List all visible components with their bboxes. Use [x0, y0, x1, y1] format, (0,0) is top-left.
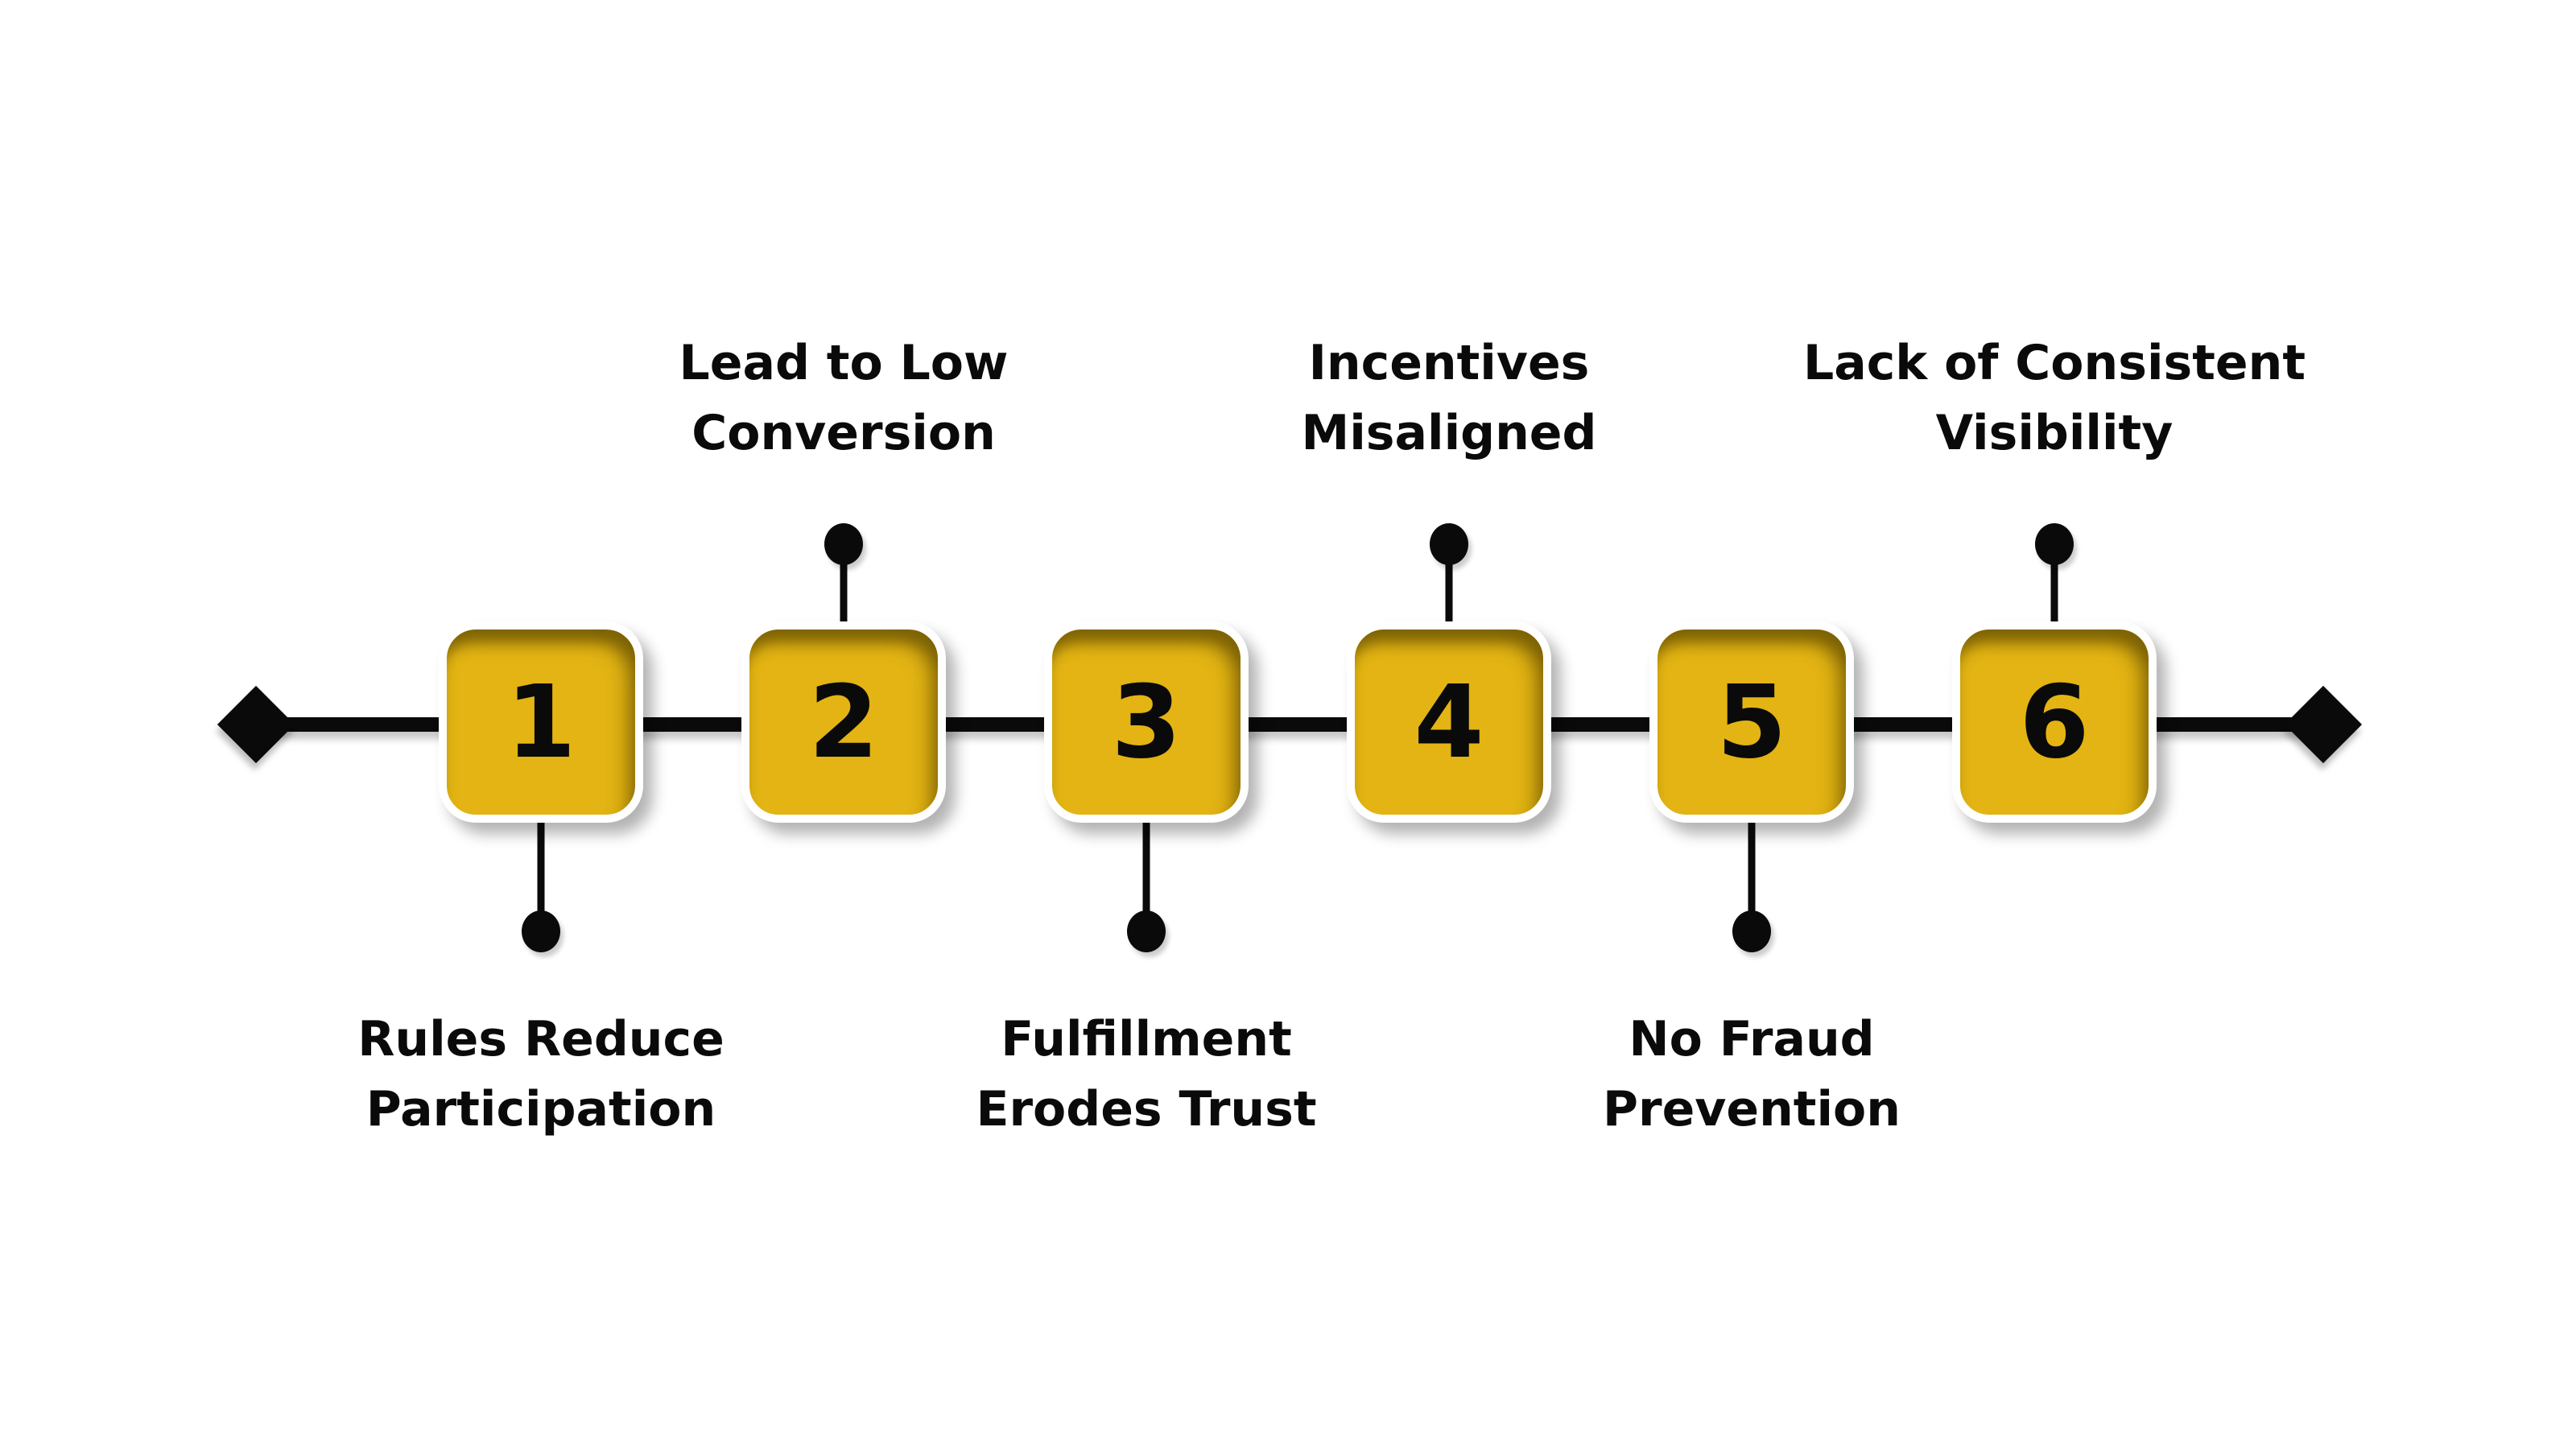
timeline-end-diamond-icon: [2284, 685, 2363, 764]
step-number: 3: [1111, 663, 1182, 781]
step-label: Incentives Misaligned: [1301, 335, 1597, 461]
step-number: 4: [1414, 663, 1484, 781]
timeline-step-1: 1 Rules Reduce Participation: [357, 0, 724, 1449]
step-label: Lack of Consistent Visibility: [1802, 335, 2306, 461]
step-label: Lead to Low Conversion: [679, 335, 1009, 461]
connector-dot-icon: [1430, 523, 1468, 565]
step-number: 2: [808, 663, 879, 781]
step-label: Fulfillment Erodes Trust: [976, 1011, 1317, 1137]
timeline-step-3: 3 Fulfillment Erodes Trust: [976, 0, 1317, 1449]
step-box: 3: [1044, 621, 1249, 823]
step-number: 5: [1716, 663, 1787, 781]
connector-line: [537, 815, 545, 932]
connector-dot-icon: [1732, 910, 1771, 952]
connector-line: [1142, 815, 1150, 932]
step-box: 4: [1347, 621, 1551, 823]
step-box: 6: [1952, 621, 2157, 823]
connector-dot-icon: [2035, 523, 2074, 565]
step-box: 2: [741, 621, 946, 823]
connector-line: [1445, 544, 1453, 646]
timeline-start-diamond-icon: [217, 685, 295, 764]
timeline-step-4: 4 Incentives Misaligned: [1298, 0, 1600, 1449]
step-box: 5: [1649, 621, 1854, 823]
step-box: 1: [439, 621, 643, 823]
step-number: 6: [2019, 663, 2090, 781]
timeline-step-5: 5 No Fraud Prevention: [1600, 0, 1903, 1449]
timeline-step-6: 6 Lack of Consistent Visibility: [1803, 0, 2306, 1449]
step-label: Rules Reduce Participation: [357, 1011, 724, 1137]
connector-dot-icon: [522, 910, 560, 952]
step-number: 1: [506, 663, 576, 781]
connector-line: [840, 544, 848, 646]
connector-line: [2050, 544, 2058, 646]
connector-line: [1748, 815, 1756, 932]
connector-dot-icon: [824, 523, 863, 565]
step-label: No Fraud Prevention: [1603, 1011, 1901, 1137]
timeline-step-2: 2 Lead to Low Conversion: [679, 0, 1008, 1449]
connector-dot-icon: [1127, 910, 1166, 952]
